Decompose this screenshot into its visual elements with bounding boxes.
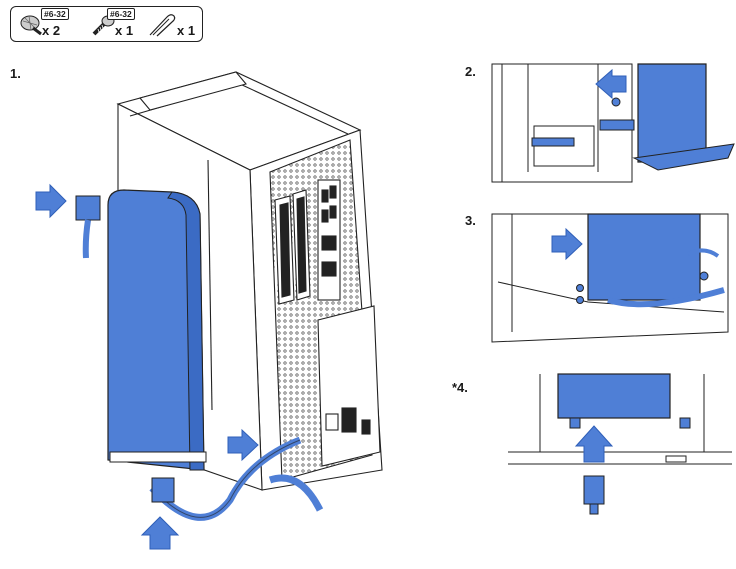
psu-bracket (532, 138, 574, 146)
psu-bracket (600, 120, 634, 130)
thumbscrew-icon (700, 272, 708, 280)
up-arrow (576, 426, 612, 462)
power-supply (588, 214, 700, 300)
step-3-illustration (488, 212, 736, 348)
power-connector (584, 476, 604, 504)
thumbscrew-icon (612, 98, 620, 106)
power-supply (558, 374, 670, 418)
atx-connector (76, 196, 100, 258)
step-2-illustration (488, 62, 736, 188)
thumbscrew-icon (577, 297, 584, 304)
power-supply (108, 190, 206, 470)
power-connector (152, 478, 174, 502)
up-arrow (142, 517, 178, 549)
insert-arrow (36, 185, 66, 217)
power-supply (638, 64, 706, 162)
thumbscrew-icon (577, 285, 584, 292)
step-4-illustration (508, 372, 736, 517)
